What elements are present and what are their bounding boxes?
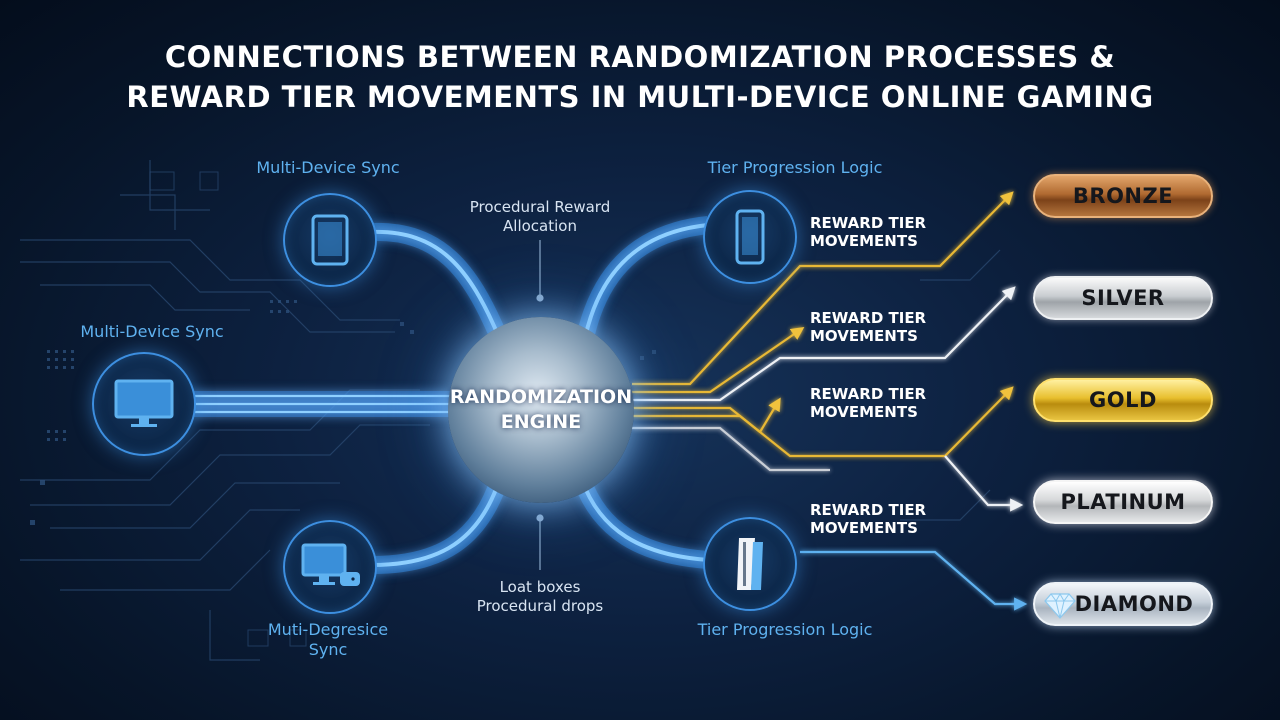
game-console-tower-icon: [737, 538, 763, 590]
blue-connectors: [190, 216, 710, 574]
tier-silver-label: SILVER: [1081, 286, 1165, 310]
randomization-engine[interactable]: RANDOMIZATION ENGINE: [448, 317, 634, 503]
tier-platinum-label: PLATINUM: [1060, 490, 1186, 514]
monitor-node[interactable]: [92, 352, 196, 456]
smartphone-icon: [735, 209, 765, 265]
tier-diamond-label: DIAMOND: [1074, 592, 1194, 616]
title-line-1: CONNECTIONS BETWEEN RANDOMIZATION PROCES…: [164, 40, 1116, 74]
circuit-traces: [20, 160, 1001, 661]
phone-tier-logic-label: Tier Progression Logic: [707, 158, 883, 177]
tier-diamond[interactable]: DIAMOND: [1033, 582, 1213, 626]
circuit-outline-boxes: [149, 171, 307, 647]
tier-bronze-label: BRONZE: [1072, 184, 1174, 208]
phone-node[interactable]: [703, 190, 797, 284]
procedural-reward-annotation: Procedural Reward Allocation: [469, 198, 611, 235]
title-line-2: REWARD TIER MOVEMENTS IN MULTI-DEVICE ON…: [126, 80, 1154, 114]
circuit-pads: [30, 300, 656, 525]
diamond-gem-icon: [1044, 592, 1076, 619]
reward-movement-label-1: REWARD TIER MOVEMENTS: [810, 214, 927, 250]
tier-bronze[interactable]: BRONZE: [1033, 174, 1213, 218]
tier-platinum[interactable]: PLATINUM: [1033, 480, 1213, 524]
monitor-label: Multi-Device Sync: [80, 322, 224, 341]
tower-node[interactable]: [703, 517, 797, 611]
annotation-leaders: [536, 240, 544, 570]
tier-arrows: [632, 191, 1028, 611]
console-label: Muti-Degresice Sync: [267, 620, 389, 659]
reward-movement-label-2: REWARD TIER MOVEMENTS: [810, 309, 927, 345]
reward-movement-label-3: REWARD TIER MOVEMENTS: [810, 385, 927, 421]
reward-movement-label-4: REWARD TIER MOVEMENTS: [810, 501, 927, 537]
loot-box-annotation: Loat boxes Procedural drops: [476, 578, 604, 615]
tablet-icon: [311, 214, 349, 266]
console-monitor-icon: [301, 543, 360, 586]
tower-tier-logic-label: Tier Progression Logic: [697, 620, 873, 639]
console-node[interactable]: [283, 520, 377, 614]
tablet-label: Multi-Device Sync: [256, 158, 400, 177]
tier-silver[interactable]: SILVER: [1033, 276, 1213, 320]
tier-gold-label: GOLD: [1089, 388, 1157, 412]
tier-gold[interactable]: GOLD: [1033, 378, 1213, 422]
desktop-monitor-icon: [114, 379, 174, 427]
randomization-engine-label: RANDOMIZATION ENGINE: [449, 386, 633, 433]
tablet-node[interactable]: [283, 193, 377, 287]
